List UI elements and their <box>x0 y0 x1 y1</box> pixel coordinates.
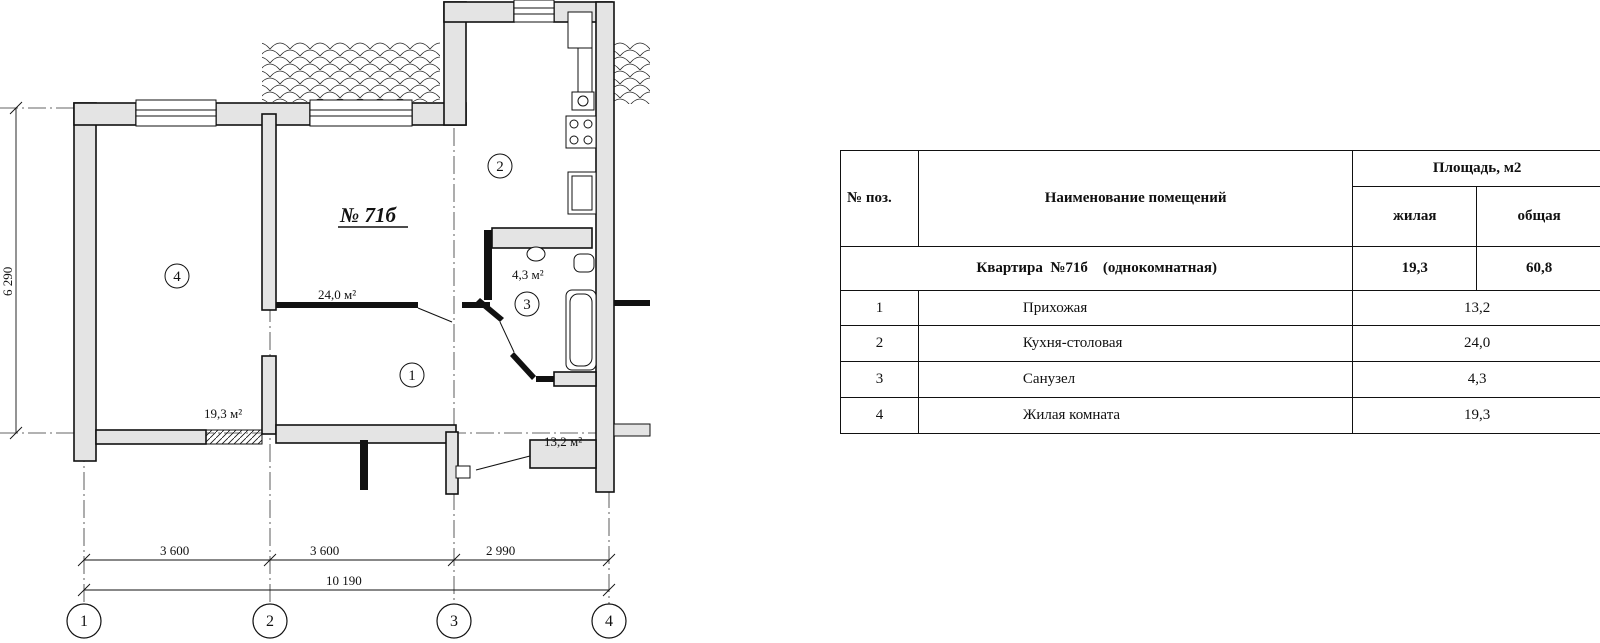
axis-label-4: 4 <box>605 613 613 630</box>
windows <box>135 0 555 127</box>
room-number-2: 2 <box>496 159 504 175</box>
room-area-4: 19,3 м² <box>204 406 242 421</box>
room-area-1: 13,2 м² <box>544 434 582 449</box>
dim-label-total: 10 190 <box>326 573 362 588</box>
row-area: 13,2 <box>1352 290 1600 326</box>
stove-icon <box>565 115 597 149</box>
apartment-label: № 71б <box>339 203 397 227</box>
room-area-3: 4,3 м² <box>512 267 544 282</box>
dim-label-1: 3 600 <box>160 543 189 558</box>
col-header-name: Наименование помещений <box>917 150 1354 247</box>
room-number-4: 4 <box>173 269 181 285</box>
row-area: 4,3 <box>1352 361 1600 398</box>
apartment-row-total: 60,8 <box>1476 246 1600 291</box>
dim-height-label: 6 290 <box>0 267 15 296</box>
washbasin-icon <box>526 246 546 262</box>
row-area: 24,0 <box>1352 325 1600 362</box>
kitchen-sink-icon <box>567 171 597 215</box>
axis-markers: 1 2 3 4 <box>66 603 627 639</box>
row-name: Прихожая <box>917 290 1354 326</box>
row-area: 19,3 <box>1352 397 1600 434</box>
room-number-3: 3 <box>523 297 531 313</box>
row-name: Кухня-столовая <box>917 325 1354 362</box>
table-row: 2 Кухня-столовая 24,0 <box>840 325 1600 362</box>
wall-hatched-section <box>205 429 263 445</box>
exterior-paving-left <box>262 42 440 102</box>
col-header-total: общая <box>1476 186 1600 247</box>
axis-label-1: 1 <box>80 613 88 630</box>
col-header-area: Площадь, м2 <box>1352 150 1600 187</box>
room-markers: 4 2 3 1 <box>164 153 540 388</box>
row-pos: 3 <box>840 361 919 398</box>
apartment-row-living: 19,3 <box>1352 246 1478 291</box>
row-name: Санузел <box>917 361 1354 398</box>
room-area-2: 24,0 м² <box>318 287 356 302</box>
table-row: 3 Санузел 4,3 <box>840 361 1600 398</box>
doors <box>417 307 531 479</box>
row-pos: 2 <box>840 325 919 362</box>
room-number-1: 1 <box>408 368 416 384</box>
row-pos: 4 <box>840 397 919 434</box>
room-schedule-table: № поз. Наименование помещений Площадь, м… <box>839 150 1600 434</box>
axis-label-3: 3 <box>450 613 458 630</box>
fixtures <box>526 11 597 371</box>
toilet-icon <box>573 253 595 273</box>
col-header-pos: № поз. <box>840 150 919 247</box>
col-header-living: жилая <box>1352 186 1478 247</box>
row-name: Жилая комната <box>917 397 1354 434</box>
axis-label-2: 2 <box>266 613 274 630</box>
row-pos: 1 <box>840 290 919 326</box>
table-row: 1 Прихожая 13,2 <box>840 290 1600 326</box>
table-row: 4 Жилая комната 19,3 <box>840 397 1600 434</box>
dim-label-3: 2 990 <box>486 543 515 558</box>
floor-plan: 6 290 3 600 3 600 2 990 10 190 1 2 3 4 №… <box>0 0 651 639</box>
dim-label-2: 3 600 <box>310 543 339 558</box>
exterior-paving-right <box>612 42 650 104</box>
apartment-row-name: Квартира №71б (однокомнатная) <box>839 246 1354 291</box>
partitions <box>276 230 651 490</box>
bathtub-icon <box>565 289 597 371</box>
